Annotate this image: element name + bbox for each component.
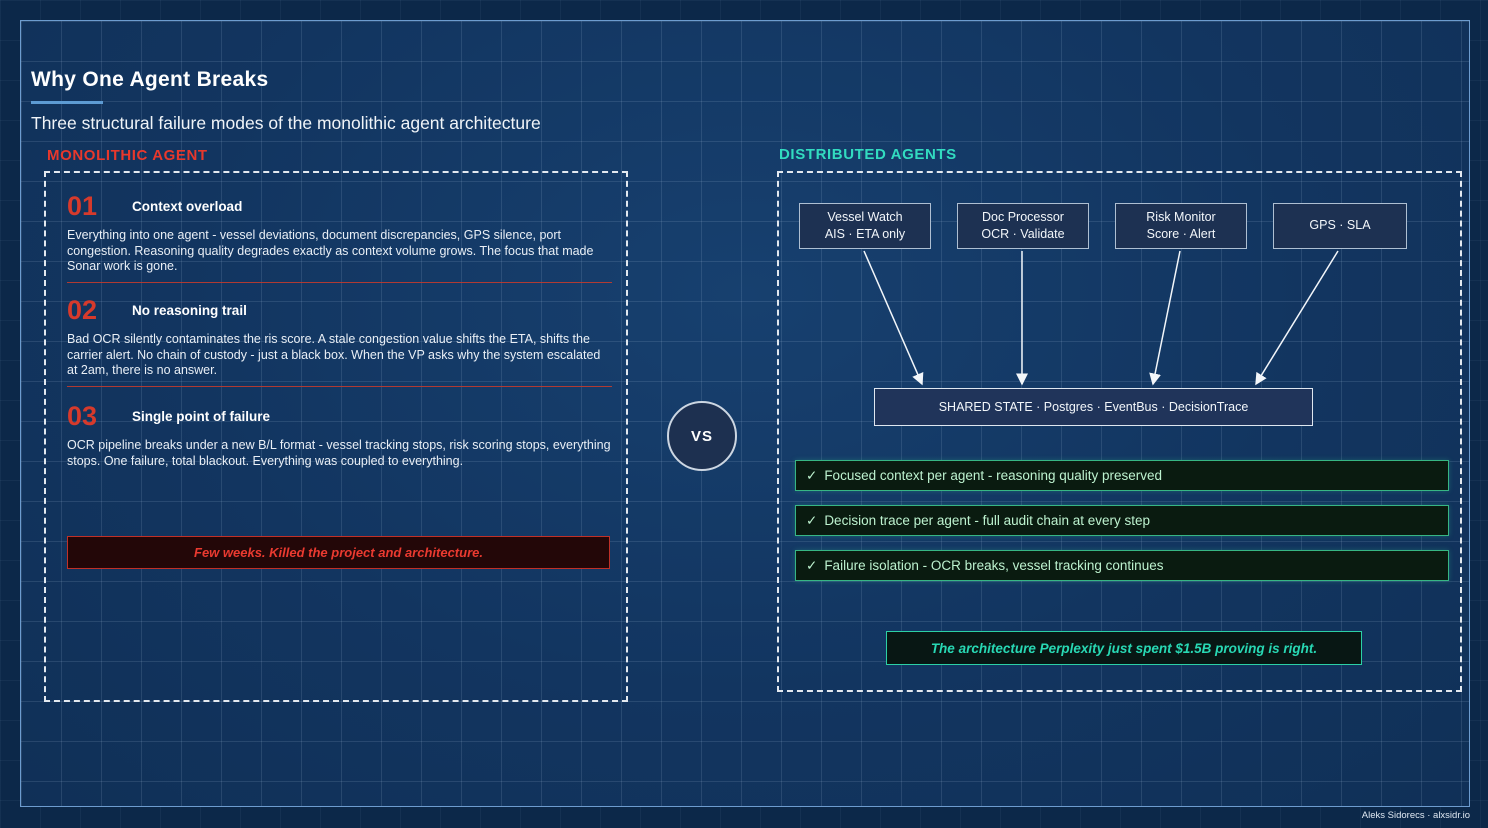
monolithic-panel: 01 Context overload Everything into one …	[44, 171, 628, 702]
failure-mode-1-heading: Context overload	[132, 199, 243, 214]
failure-mode-1-body: Everything into one agent - vessel devia…	[67, 228, 594, 273]
page-title: Why One Agent Breaks	[31, 68, 269, 91]
distributed-quote-text: The architecture Perplexity just spent $…	[930, 640, 1318, 656]
benefit-text: Decision trace per agent - full audit ch…	[824, 513, 1150, 528]
failure-mode-2-header: 02 No reasoning trail	[67, 297, 612, 324]
failure-mode-2-body: Bad OCR silently contaminates the ris sc…	[67, 332, 601, 377]
monolithic-verdict-text: Few weeks. Killed the project and archit…	[194, 545, 483, 560]
agent-name: GPS · SLA	[1309, 218, 1371, 233]
failure-mode-3-body: OCR pipeline breaks under a new B/L form…	[67, 438, 611, 468]
author-credit: Aleks Sidorecs · alxsidr.io	[1361, 810, 1470, 821]
vs-label: VS	[690, 427, 713, 445]
agent-box-risk-monitor: Risk Monitor Score · Alert	[1115, 203, 1247, 249]
failure-mode-1: 01 Context overload Everything into one …	[67, 193, 612, 283]
benefit-text: Focused context per agent - reasoning qu…	[824, 468, 1163, 483]
check-icon: ✓	[806, 467, 818, 483]
arrow-gps-to-shared-state	[1255, 250, 1339, 386]
shared-state-bar: SHARED STATE · Postgres · EventBus · Dec…	[874, 388, 1313, 426]
check-icon: ✓	[806, 557, 818, 573]
arrow-risk-monitor-to-shared-state	[1149, 250, 1181, 386]
red-divider	[67, 281, 612, 283]
benefit-failure-isolation: ✓ Failure isolation - OCR breaks, vessel…	[795, 550, 1449, 581]
failure-mode-2-heading: No reasoning trail	[132, 303, 247, 318]
benefit-focused-context: ✓ Focused context per agent - reasoning …	[795, 460, 1449, 491]
failure-mode-3: 03 Single point of failure OCR pipeline …	[67, 403, 612, 469]
distributed-quote-box: The architecture Perplexity just spent $…	[886, 631, 1362, 665]
distributed-panel: Vessel Watch AIS · ETA only Doc Processo…	[777, 171, 1462, 692]
agent-capabilities: AIS · ETA only	[824, 227, 906, 241]
agent-box-doc-processor: Doc Processor OCR · Validate	[957, 203, 1089, 249]
vs-badge: VS	[667, 401, 737, 471]
agent-capabilities: OCR · Validate	[981, 227, 1065, 241]
agent-box-vessel-watch: Vessel Watch AIS · ETA only	[799, 203, 931, 249]
monolithic-verdict-box: Few weeks. Killed the project and archit…	[67, 536, 610, 569]
connector-arrows	[863, 250, 1339, 386]
failure-mode-1-number: 01	[67, 191, 98, 221]
agent-name: Vessel Watch	[827, 209, 903, 224]
red-divider	[67, 385, 612, 387]
agent-name: Doc Processor	[982, 209, 1064, 224]
arrow-vessel-watch-to-shared-state	[863, 250, 924, 386]
distributed-section-label: DISTRIBUTED AGENTS	[779, 146, 957, 163]
monolithic-section-label: MONOLITHIC AGENT	[47, 147, 208, 164]
failure-mode-2: 02 No reasoning trail Bad OCR silently c…	[67, 297, 612, 387]
failure-mode-1-header: 01 Context overload	[67, 193, 612, 220]
page-subtitle: Three structural failure modes of the mo…	[31, 113, 541, 133]
failure-mode-3-number: 03	[67, 401, 98, 431]
benefit-decision-trace: ✓ Decision trace per agent - full audit …	[795, 505, 1449, 536]
shared-state-label: SHARED STATE · Postgres · EventBus · Dec…	[938, 400, 1249, 414]
failure-mode-3-header: 03 Single point of failure	[67, 403, 612, 430]
agent-box-gps-sla: GPS · SLA	[1273, 203, 1407, 249]
title-underline	[31, 101, 103, 104]
agent-capabilities: Score · Alert	[1146, 227, 1216, 241]
agent-name: Risk Monitor	[1146, 209, 1216, 224]
failure-mode-3-heading: Single point of failure	[132, 409, 271, 424]
benefit-text: Failure isolation - OCR breaks, vessel t…	[824, 558, 1164, 573]
check-icon: ✓	[806, 512, 818, 528]
failure-mode-2-number: 02	[67, 295, 98, 325]
